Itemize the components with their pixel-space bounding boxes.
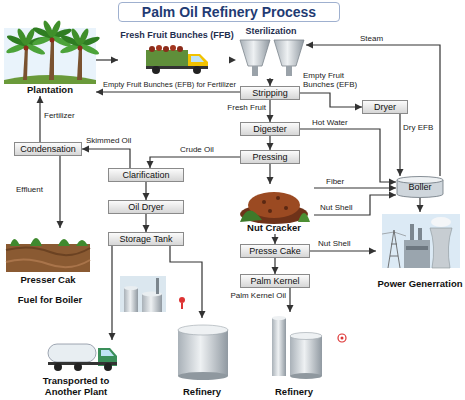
flow-arrow: [269, 164, 270, 184]
flow-arrow: [59, 156, 60, 228]
box-text: Palm Kernel: [250, 277, 299, 286]
flow-arrow: [306, 45, 440, 176]
process-box: Pressing: [240, 150, 300, 164]
process-box: Palm Kernel: [240, 274, 310, 288]
flow-arrow: [269, 136, 270, 150]
sterilizer-illustration: [240, 40, 304, 76]
flow-arrow: [145, 214, 146, 232]
edge-label: Skimmed Oil: [86, 137, 131, 146]
illustration-node: Power Generration: [376, 212, 464, 290]
storage-factory-illustration: [120, 276, 166, 312]
illustration-node: Plantation: [4, 26, 96, 96]
node-caption: Sterilization: [245, 26, 296, 36]
flow-arrow: [419, 198, 420, 212]
flow-arrow: [274, 234, 275, 244]
edge-label: Hot Water: [312, 119, 348, 128]
node-caption: Presser Cak: [21, 275, 76, 286]
box-text: Condensation: [20, 145, 76, 154]
flow-arrow: [300, 129, 396, 182]
truck-illustration: [146, 45, 208, 74]
edge-label: Empty Fruit Bunches (EFB) for Fertilizer: [60, 81, 236, 89]
tanker-truck-illustration: [48, 344, 117, 371]
flow-arrow: [314, 187, 396, 188]
box-text: Oil Dryer: [128, 203, 164, 212]
marker-symbols: [179, 297, 346, 342]
flow-arrow: [310, 250, 376, 251]
edge-label: Dry EFB: [403, 124, 433, 133]
connector-layer: [40, 45, 440, 340]
edge-label: Nut Shell: [320, 204, 352, 213]
process-box: Presse Cake: [240, 244, 310, 258]
process-box: Dryer: [362, 100, 408, 114]
nut-cracker-illustration: [240, 192, 310, 224]
edge-label: Effluent: [16, 186, 43, 195]
note-label: Fuel for Boiler: [4, 294, 96, 305]
flow-arrow: [82, 149, 130, 168]
refinery-towers-illustration: [272, 316, 322, 379]
illustration-node: Presser Cak: [4, 228, 92, 286]
plantation-illustration: [4, 19, 101, 84]
box-text: Presse Cake: [249, 247, 301, 256]
node-caption: Plantation: [27, 85, 73, 96]
boiler-cylinder: Boller: [396, 176, 444, 198]
flow-arrow: [170, 246, 202, 318]
presser-cake-illustration: [6, 238, 90, 272]
flow-arrow: [111, 246, 112, 340]
edge-label: Steam: [360, 35, 383, 44]
diagram-title: Palm Oil Refinery Process: [118, 2, 340, 22]
process-box: Clarification: [108, 168, 184, 182]
illustration-node: Sterilization: [236, 26, 306, 78]
edge-label: Palm Kernel Oil: [196, 292, 286, 301]
illustration-node: Refinery: [262, 312, 326, 398]
box-text: Storage Tank: [120, 235, 173, 244]
flow-arrow: [150, 157, 240, 168]
flow-arrow: [269, 100, 270, 122]
edge-label: Crude Oil: [180, 146, 214, 155]
flow-arrow: [96, 91, 240, 92]
power-plant-illustration: [382, 214, 460, 268]
flow-arrow: [274, 258, 275, 274]
node-caption: Fresh Fruit Bunches (FFB): [120, 30, 234, 40]
edge-label: Nut Shell: [318, 240, 350, 249]
illustration-node: Transported to Another Plant: [30, 340, 122, 398]
flow-arrow: [39, 96, 40, 142]
flow-arrow: [269, 78, 270, 86]
refinery-tank-illustration: [178, 325, 228, 380]
process-box: Storage Tank: [108, 232, 184, 246]
box-text: Clarification: [122, 171, 169, 180]
box-text: Digester: [253, 125, 287, 134]
flow-arrow: [314, 195, 396, 215]
process-box: Digester: [240, 122, 300, 136]
box-text: Pressing: [252, 153, 287, 162]
edge-label: Fiber: [326, 178, 344, 187]
flow-arrow: [300, 93, 362, 107]
flow-arrow: [289, 288, 290, 312]
box-text: Stripping: [252, 89, 288, 98]
illustration-node: Fresh Fruit Bunches (FFB): [118, 30, 236, 74]
process-box: Oil Dryer: [108, 200, 184, 214]
process-box: Stripping: [240, 86, 300, 100]
edge-label: Fertilizer: [44, 112, 75, 121]
node-caption: Refinery: [275, 387, 313, 398]
box-text: Dryer: [374, 103, 396, 112]
illustration-node: Refinery: [170, 318, 234, 398]
edge-label: Fresh Fruit: [200, 104, 266, 113]
flow-arrow: [96, 59, 118, 60]
flow-arrow: [145, 182, 146, 200]
node-caption: Nut Cracker: [247, 223, 301, 234]
node-caption: Refinery: [183, 387, 221, 398]
process-box: Condensation: [14, 142, 82, 156]
node-caption: Transported to Another Plant: [30, 376, 122, 398]
node-caption: Boller: [408, 183, 431, 192]
edge-label: Empty Fruit Bunches (EFB): [303, 72, 365, 90]
flow-arrow: [399, 114, 400, 176]
node-caption: Power Generration: [378, 279, 463, 290]
illustration-node: Nut Cracker: [234, 184, 314, 234]
